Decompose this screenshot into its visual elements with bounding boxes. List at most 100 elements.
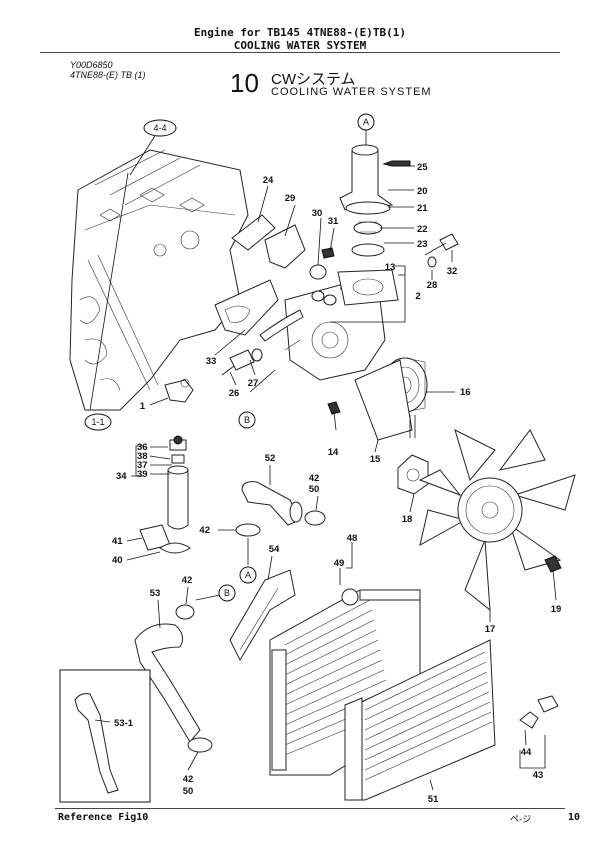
label-40: 40 (112, 555, 123, 566)
hose-52-drawing (241, 481, 301, 526)
footer-page-label: ペ-ジ (510, 815, 532, 825)
hose-53-drawing (134, 623, 201, 743)
label-16: 16 (460, 387, 471, 398)
clamp-42b-drawing (175, 604, 195, 620)
washer-28-drawing (427, 256, 437, 268)
fan-17-drawing (418, 429, 576, 612)
label-25: 25 (417, 162, 428, 173)
bracket-40-drawing (159, 542, 191, 554)
svg-text:4-4: 4-4 (153, 123, 166, 133)
label-15: 15 (370, 454, 381, 465)
shroud-54-drawing (229, 569, 296, 662)
label-53: 53 (150, 588, 161, 599)
figure-title-jp: CWシステム (271, 71, 356, 88)
bolt-19-drawing (544, 555, 562, 573)
label-50-lower: 50 (183, 786, 194, 797)
connection-marker-b-hose: B (218, 584, 236, 602)
label-27: 27 (248, 378, 259, 389)
svg-text:B: B (244, 415, 250, 425)
model-code: 4TNE88-(E) TB (1) (70, 70, 146, 80)
label-24: 24 (263, 175, 274, 186)
label-52: 52 (265, 453, 276, 464)
coolant-reservoir-drawing (167, 435, 189, 530)
label-54: 54 (269, 544, 280, 555)
label-20: 20 (417, 186, 428, 197)
figure-title-en: COOLING WATER SYSTEM (271, 86, 432, 98)
label-23: 23 (417, 239, 428, 250)
label-21: 21 (417, 203, 428, 214)
label-13: 13 (385, 262, 396, 273)
bolt-31-drawing (321, 247, 335, 259)
spacer-18-drawing (397, 454, 429, 495)
connection-marker-a-bottom: A (239, 566, 257, 584)
label-42-upper: 42 (309, 473, 320, 484)
label-53-1: 53-1 (114, 718, 134, 729)
footer-reference: Reference Fig10 (58, 812, 149, 823)
label-51: 51 (428, 794, 439, 805)
label-42-lower: 42 (183, 774, 194, 785)
label-17: 17 (485, 624, 496, 635)
vbelt-15-drawing (354, 359, 413, 441)
clamp-42-drawing (235, 523, 261, 537)
reference-code: Y00D6850 (70, 60, 113, 70)
label-2: 2 (415, 291, 420, 302)
label-1: 1 (140, 401, 146, 412)
header-rule (40, 52, 560, 53)
label-22: 22 (417, 224, 428, 235)
label-33: 33 (206, 356, 217, 367)
header-section-title: COOLING WATER SYSTEM (233, 39, 367, 52)
label-31: 31 (328, 216, 339, 227)
label-41: 41 (112, 536, 123, 547)
label-42-hose: 42 (199, 525, 210, 536)
label-30: 30 (312, 208, 323, 219)
label-37: 37 (137, 460, 148, 471)
label-29: 29 (285, 193, 296, 204)
label-43: 43 (533, 770, 544, 781)
svg-text:1-1: 1-1 (91, 417, 104, 427)
connection-marker-b-pump: B (238, 411, 256, 429)
washer-27-drawing (251, 348, 263, 362)
oring-30-drawing (309, 264, 327, 280)
label-26: 26 (229, 388, 240, 399)
footer-rule (55, 808, 565, 809)
label-19: 19 (551, 604, 562, 615)
label-50-upper: 50 (309, 484, 320, 495)
label-48: 48 (347, 533, 358, 544)
thermostat-housing-drawing (339, 144, 394, 257)
svg-text:A: A (245, 570, 251, 580)
figure-number: 10 (230, 68, 259, 98)
label-42-mid: 42 (182, 575, 193, 586)
label-38: 38 (137, 451, 148, 462)
leader-lines (94, 127, 557, 791)
label-32: 32 (447, 266, 458, 277)
callout-1-1: 1-1 (84, 413, 112, 431)
bolt-14-drawing (327, 401, 341, 415)
header-engine-title: Engine for TB145 4TNE88-(E)TB(1) (194, 26, 406, 39)
svg-text:B: B (224, 588, 230, 598)
cock-44-drawing (519, 711, 539, 729)
part-number-labels: 24 29 30 31 25 20 21 22 23 13 2 28 32 33… (112, 162, 561, 805)
engine-block-drawing (69, 149, 249, 411)
drain-43-drawing (537, 695, 559, 713)
hose-53-1-drawing (74, 693, 119, 794)
label-36: 36 (137, 442, 148, 453)
connection-marker-a-top: A (357, 113, 375, 131)
pipe-24-drawing (231, 214, 276, 251)
clamp-50-drawing (304, 510, 326, 526)
water-pump-drawing (259, 269, 399, 381)
svg-text:A: A (363, 117, 369, 127)
label-18: 18 (402, 514, 413, 525)
sensor-32-drawing (439, 233, 459, 251)
callout-4-4: 4-4 (143, 119, 177, 137)
label-49: 49 (334, 558, 345, 569)
label-44: 44 (521, 747, 532, 758)
label-34: 34 (116, 471, 127, 482)
condenser-51-drawing (344, 639, 496, 801)
label-39: 39 (137, 469, 148, 480)
label-28: 28 (427, 280, 438, 291)
bolt-25-drawing (382, 160, 411, 167)
elbow-29-drawing (264, 224, 306, 269)
label-14: 14 (328, 447, 339, 458)
